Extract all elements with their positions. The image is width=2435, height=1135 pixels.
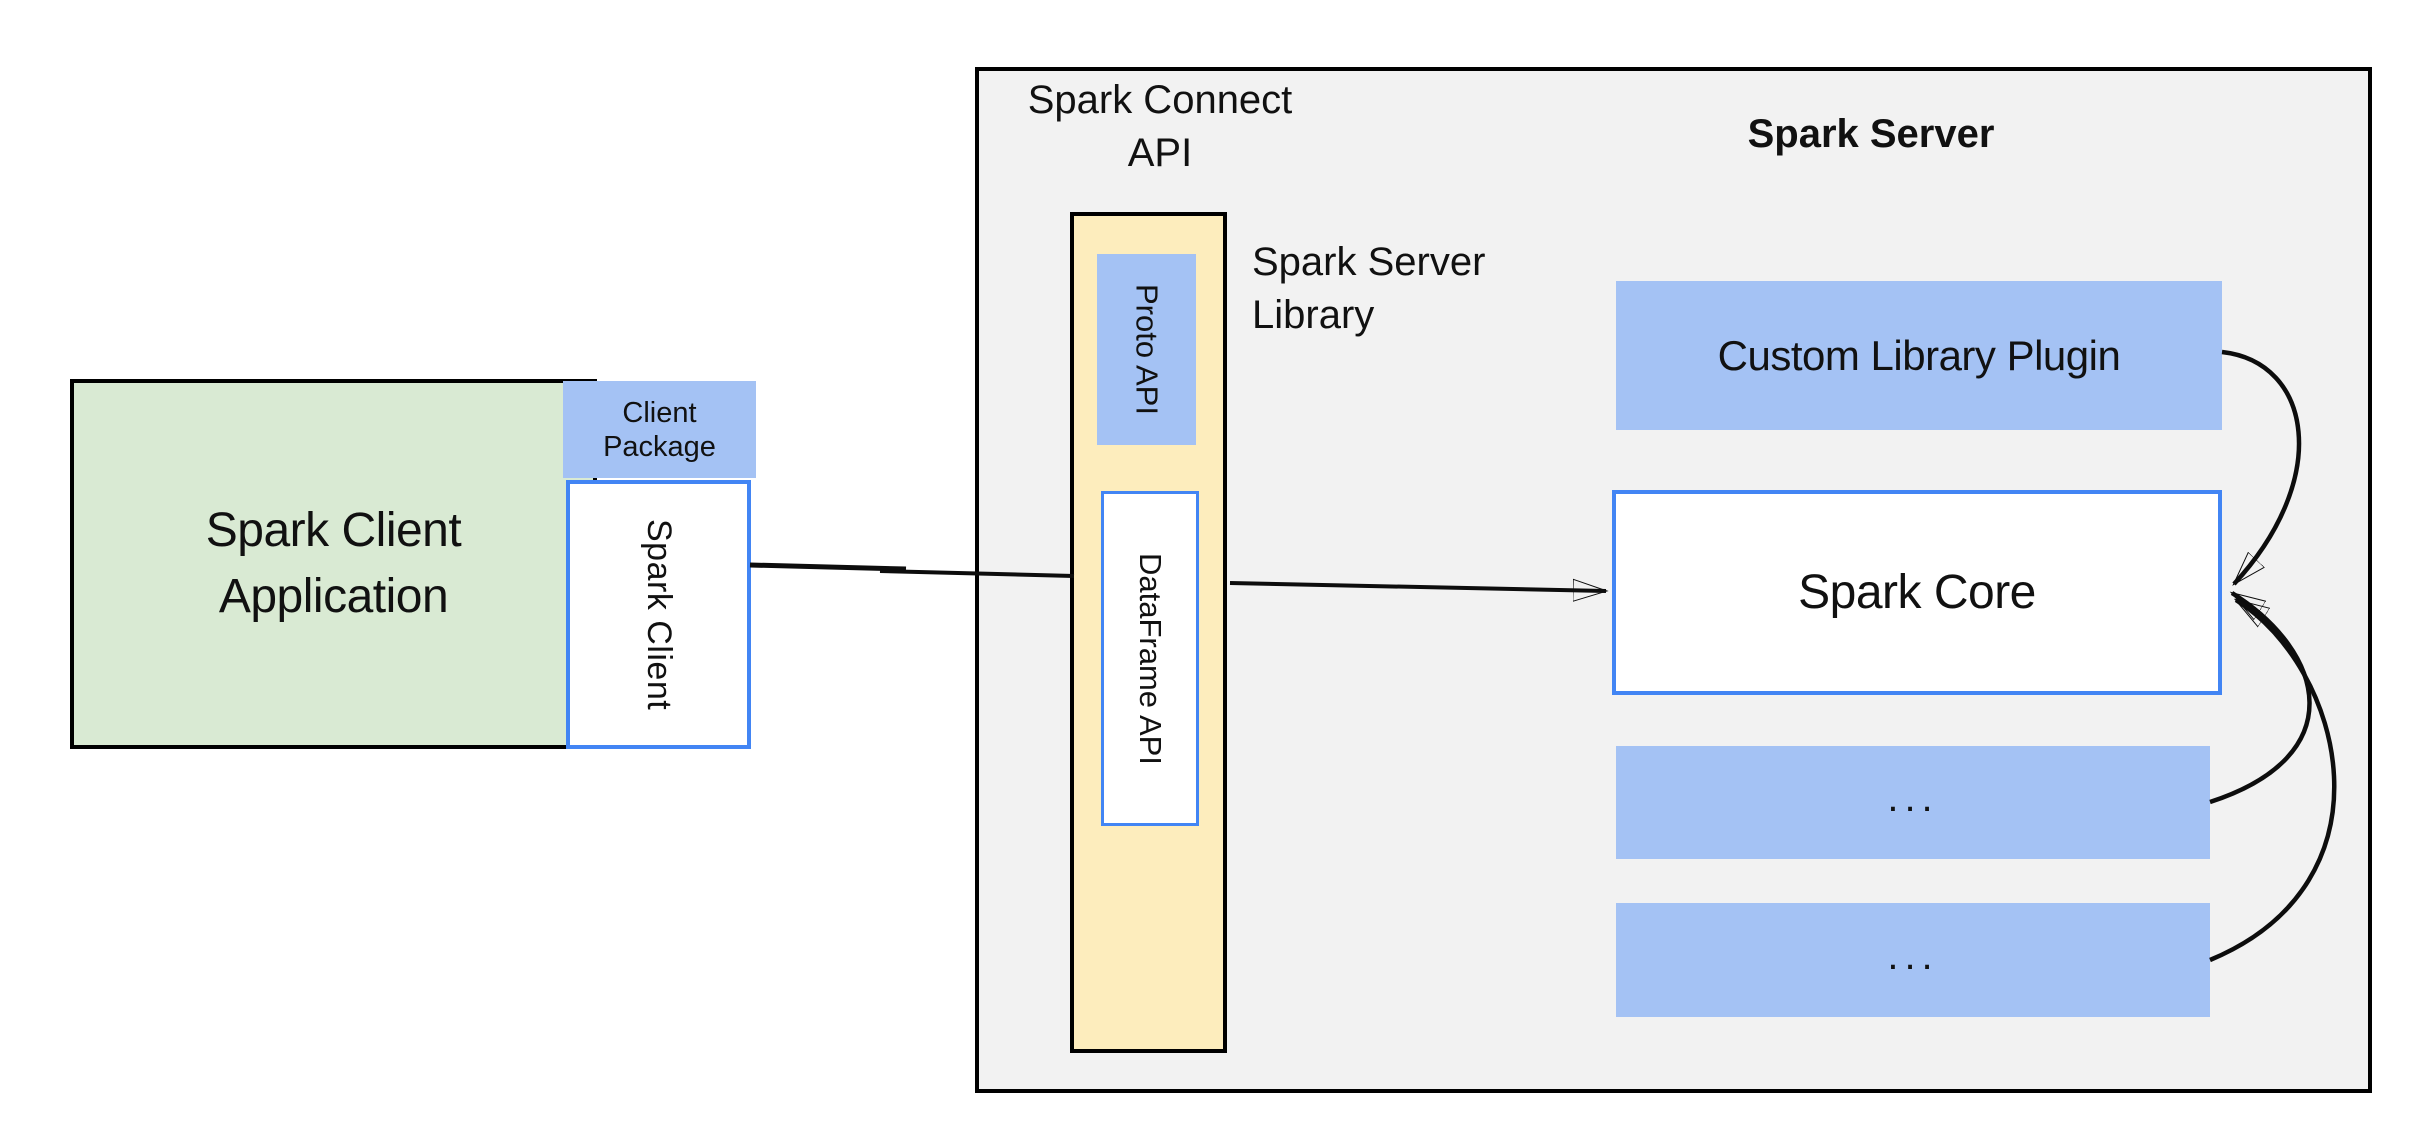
proto-api-box: Proto API <box>1097 254 1196 445</box>
spark-client-application-line2: Application <box>218 570 449 623</box>
spark-client-box: Spark Client <box>566 480 751 749</box>
spark-server-library-line2: Library <box>1252 293 1375 337</box>
spark-client-application-box: Spark Client Application <box>70 379 597 749</box>
dataframe-api-label: DataFrame API <box>1133 552 1168 765</box>
spark-client-application-line1: Spark Client <box>205 504 462 557</box>
spark-connect-api-line2: API <box>1127 131 1193 175</box>
ellipsis-label-2: ... <box>1887 933 1939 978</box>
arrow-client-to-connect-seg1 <box>749 562 907 572</box>
spark-client-label: Spark Client <box>640 518 678 711</box>
dataframe-api-box: DataFrame API <box>1101 491 1199 826</box>
spark-server-library-line1: Spark Server <box>1252 240 1486 284</box>
spark-server-library-label: Spark Server Library <box>1252 236 1672 342</box>
ellipsis-box-1: ... <box>1616 746 2210 859</box>
spark-server-title: Spark Server <box>1747 112 1995 156</box>
custom-library-plugin-box: Custom Library Plugin <box>1616 281 2222 430</box>
ellipsis-label-1: ... <box>1887 776 1939 820</box>
client-package-box: Client Package <box>563 381 756 478</box>
custom-library-plugin-label: Custom Library Plugin <box>1717 331 2121 379</box>
client-package-line2: Package <box>603 430 716 463</box>
spark-core-box: Spark Core <box>1612 490 2222 695</box>
spark-client-application-label: Spark Client Application <box>205 498 462 630</box>
proto-api-label: Proto API <box>1129 284 1165 415</box>
client-package-line1: Client <box>622 396 697 429</box>
ellipsis-box-2: ... <box>1616 903 2210 1017</box>
spark-connect-api-label: Spark Connect API <box>960 74 1360 180</box>
client-package-label: Client Package <box>603 396 716 464</box>
spark-connect-api-line1: Spark Connect <box>1027 78 1293 122</box>
spark-core-label: Spark Core <box>1798 566 2036 619</box>
